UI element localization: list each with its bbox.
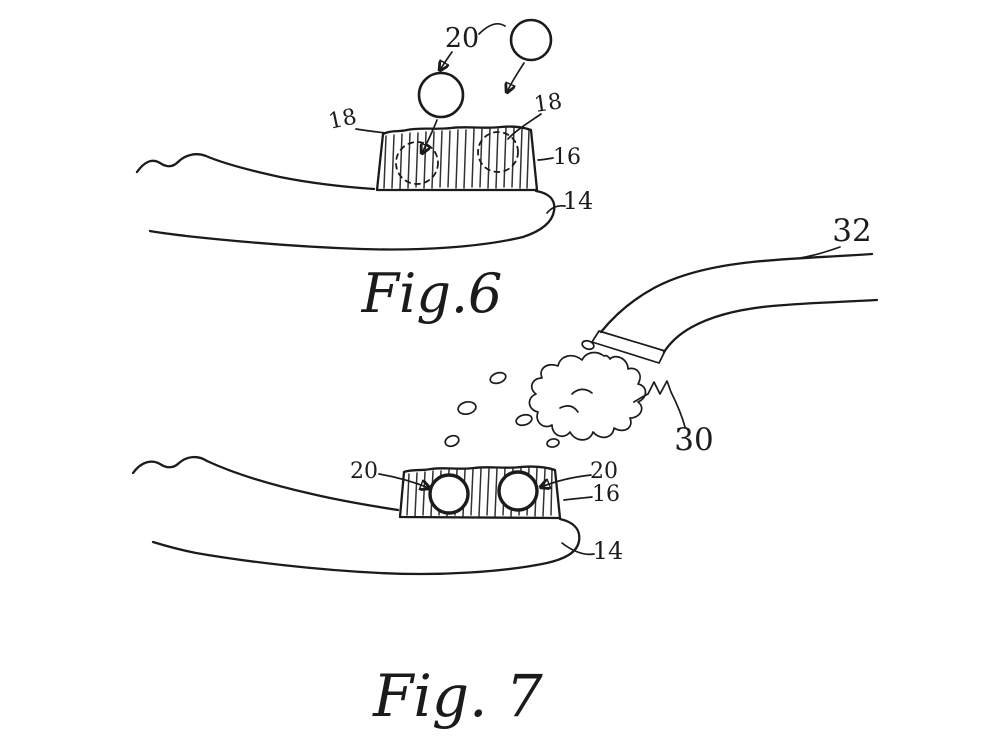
fig7-leader-20-right xyxy=(541,474,592,487)
fig7-leader-20-left xyxy=(378,473,429,488)
fig6-leader-20-to-bead-left xyxy=(440,51,453,70)
figure-6: 20 18 18 16 14 Fig.6 xyxy=(135,18,594,325)
faucet-leader-32 xyxy=(799,246,841,259)
fig7-bead-left xyxy=(428,473,470,515)
faucet-ref-32: 32 xyxy=(832,213,871,249)
fig6-bristle-block-outline xyxy=(375,125,539,192)
fig7-ref-14: 14 xyxy=(593,537,624,565)
fig6-dashed-bead-pocket-right xyxy=(477,131,519,173)
water-droplet-6 xyxy=(581,339,595,351)
fig6-brush-head-bottom-outline xyxy=(148,189,556,251)
water-droplet-1 xyxy=(489,371,507,385)
fig6-ref-14: 14 xyxy=(563,187,594,215)
faucet-neck-upper-outline xyxy=(599,252,874,334)
fig7-bead-right xyxy=(497,470,539,512)
water-droplet-2 xyxy=(457,400,477,416)
faucet-and-spray: 32 30 xyxy=(444,213,879,458)
fig6-ref-16: 16 xyxy=(553,145,581,170)
water-splash-inner-squiggle-2 xyxy=(559,405,579,413)
fig7-brush-head-bottom-outline xyxy=(151,517,581,576)
fig6-bead-right xyxy=(509,18,553,62)
fig6-bristle-hatching xyxy=(383,127,530,190)
fig6-ref-18-left: 18 xyxy=(326,105,359,135)
fig6-ref-20: 20 xyxy=(445,23,479,54)
faucet-spout-collar xyxy=(591,330,666,364)
fig6-arrow-bead-right-into-bristles xyxy=(507,62,525,92)
fig7-leader-14 xyxy=(561,542,595,556)
fig6-leader-20-to-bead-right-hook xyxy=(478,23,506,35)
fig6-bead-left xyxy=(417,71,465,119)
fig6-leader-16 xyxy=(537,157,554,161)
fig6-brush-head-top-outline xyxy=(135,153,376,191)
fig6-leader-14 xyxy=(546,204,566,214)
fig6-arrow-bead-left-into-bristles xyxy=(422,119,438,153)
fig6-leader-18-left xyxy=(355,128,387,134)
fig7-bristle-block-outline xyxy=(398,465,562,520)
fig6-dashed-bead-pocket-left xyxy=(395,141,439,185)
spray-ref-30: 30 xyxy=(674,422,713,458)
fig7-leader-16 xyxy=(563,496,593,501)
water-droplet-5 xyxy=(546,438,560,448)
faucet-neck-lower-outline xyxy=(662,298,879,354)
fig6-caption: Fig.6 xyxy=(361,262,503,325)
water-splash-blob xyxy=(528,351,647,441)
water-droplet-4 xyxy=(515,413,533,427)
figure-7: 20 20 16 14 Fig. 7 xyxy=(131,455,624,730)
fig7-ref-20-right: 20 xyxy=(590,459,618,484)
water-droplet-3 xyxy=(444,434,460,448)
fig7-ref-20-left: 20 xyxy=(350,459,378,484)
fig7-brush-head-top-outline xyxy=(131,455,400,512)
spray-leader-30-zigzag xyxy=(633,380,686,428)
fig7-ref-16: 16 xyxy=(592,482,620,507)
fig7-caption: Fig. 7 xyxy=(372,662,543,730)
fig6-ref-18-right: 18 xyxy=(532,89,563,118)
fig6-leader-18-right xyxy=(507,113,542,140)
water-splash-inner-squiggle-1 xyxy=(571,388,593,395)
